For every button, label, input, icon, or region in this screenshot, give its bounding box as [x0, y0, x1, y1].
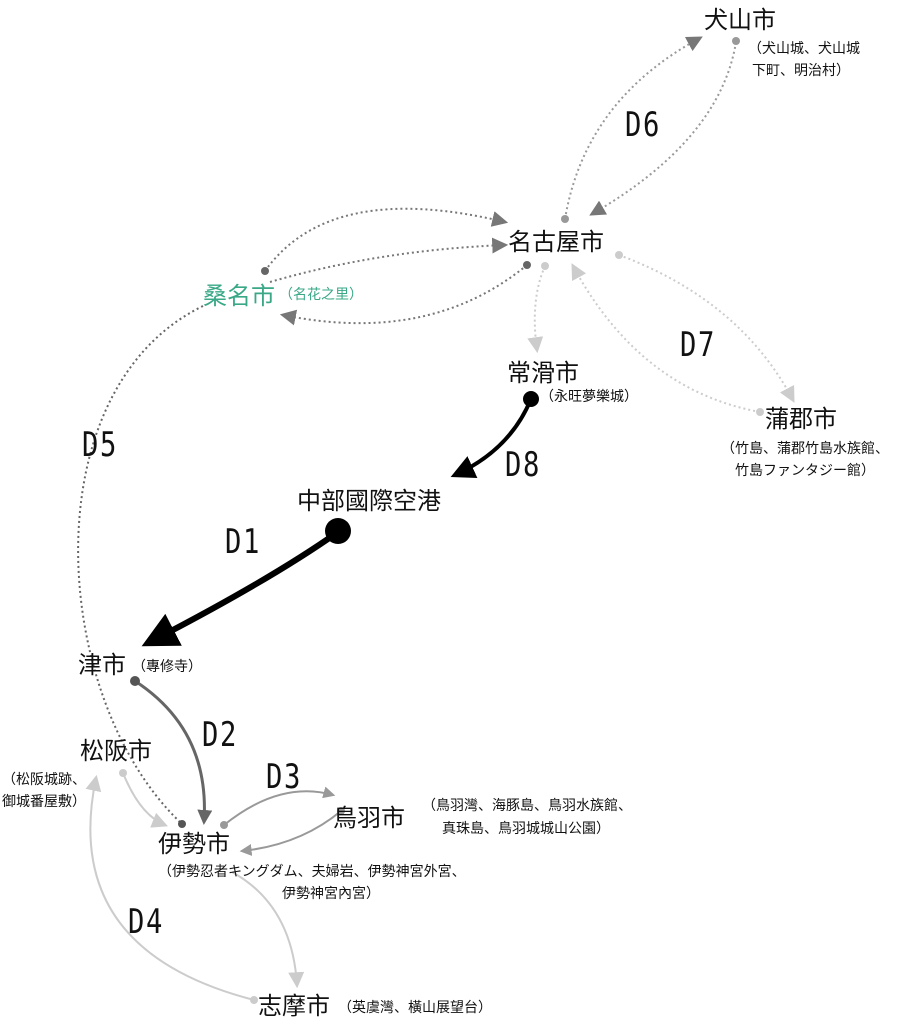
edge-d8-tokoname-centrair — [450, 398, 533, 478]
city-centrair-airport: 中部國際空港 — [297, 487, 441, 515]
city-kuwana: 桑名市 — [203, 282, 275, 310]
city-tokoname: 常滑市 — [507, 359, 579, 387]
day-label-d1: D1 — [225, 522, 261, 562]
edge-nagoya-tokoname — [527, 265, 546, 354]
edge-kuwana-nagoya-upper — [264, 207, 509, 272]
toba-sights-line1: （鳥羽灣、海豚島、鳥羽水族館、 — [422, 798, 632, 814]
city-tsu: 津市 — [78, 651, 126, 679]
day-label-d6: D6 — [625, 105, 661, 145]
shima-sights: （英虞灣、橫山展望台） — [338, 1000, 492, 1016]
day-label-d8: D8 — [505, 445, 541, 485]
edge-d6-inuyama-nagoya — [589, 41, 737, 216]
toba-sights-line2: 真珠島、鳥羽城城山公園） — [442, 821, 610, 837]
city-inuyama: 犬山市 — [704, 6, 776, 34]
tokoname-sights: （永旺夢樂城） — [540, 389, 638, 405]
city-nagoya: 名古屋市 — [508, 228, 604, 256]
edge-d4-shima-matsusaka — [85, 774, 255, 1001]
edge-d7-nagoya-gamagori — [618, 254, 795, 403]
ise-sights-line2: 伊勢神宮內宮） — [282, 886, 380, 902]
edge-d4-matsusaka-ise — [122, 772, 168, 828]
city-shima: 志摩市 — [258, 992, 330, 1020]
city-ise: 伊勢市 — [158, 830, 230, 858]
day-label-d4: D4 — [128, 902, 164, 942]
matsusaka-sights-line1: （松阪城跡、 — [2, 772, 86, 788]
edge-d1-centrair-tsu — [141, 529, 340, 647]
city-matsusaka: 松阪市 — [80, 737, 152, 765]
matsusaka-sights-line2: 御城番屋敷） — [2, 794, 86, 810]
edge-d3-ise-toba — [223, 786, 336, 826]
edge-d4-ise-shima — [231, 871, 305, 989]
inuyama-sights-line1: （犬山城、犬山城 — [748, 41, 860, 57]
day-label-d3: D3 — [266, 757, 302, 797]
city-toba: 鳥羽市 — [333, 804, 405, 832]
day-label-d2: D2 — [202, 715, 238, 755]
edge-kuwana-nagoya-middle — [269, 237, 509, 283]
gamagori-sights-line1: （竹島、蒲郡竹島水族館、 — [721, 441, 889, 457]
edge-d2-tsu-ise — [134, 679, 213, 825]
city-gamagori: 蒲郡市 — [765, 405, 837, 433]
kuwana-sights: （名花之里） — [279, 287, 363, 303]
gamagori-sights-line2: 竹島ファンタジー館） — [735, 463, 875, 479]
tsu-sights: （專修寺） — [132, 659, 202, 675]
day-label-d5: D5 — [82, 425, 118, 465]
ise-sights-line1: （伊勢忍者キングダム、夫婦岩、伊勢神宮外宮、 — [158, 864, 466, 880]
edge-d7-gamagori-nagoya — [571, 263, 761, 413]
inuyama-sights-line2: 下町、明治村） — [752, 63, 850, 79]
edge-d3-toba-ise — [239, 810, 342, 856]
day-label-d7: D7 — [680, 325, 716, 365]
edge-nagoya-kuwana — [279, 264, 528, 326]
